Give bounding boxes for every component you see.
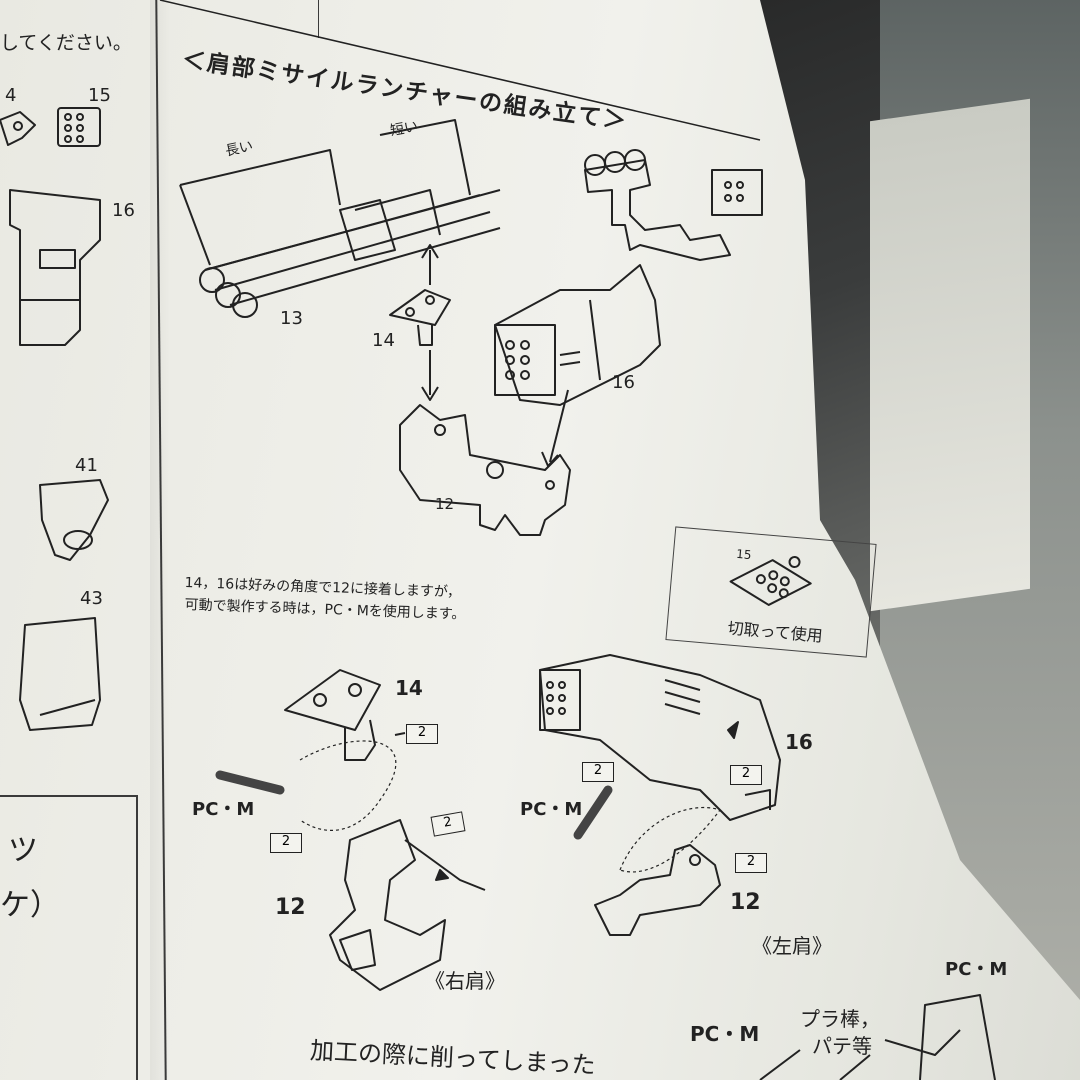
part-14-label: 14 (372, 330, 395, 351)
right-pc-label: PC・M (192, 799, 255, 820)
pin-2-box: 2 (730, 765, 762, 785)
part-number: 16 (112, 200, 135, 221)
arrow-marker (727, 721, 739, 739)
pin-2-box: 2 (406, 724, 438, 744)
pin-2-box: 2 (735, 853, 767, 873)
left-box-text: ケ） (0, 888, 60, 923)
part-14-upper (389, 289, 451, 346)
right-part-12-label: 12 (275, 895, 306, 920)
bottom-pc-label-2: PC・M (690, 1022, 760, 1046)
cutout-part-15 (729, 556, 812, 606)
bottom-materials-2: パテ等 (812, 1034, 872, 1058)
part-15-icon (57, 107, 101, 147)
bottom-part (919, 994, 996, 1080)
part-13-tubes (179, 119, 501, 318)
lower-part-12-right (329, 819, 486, 991)
dashed-guide (299, 740, 397, 831)
part-number: 15 (88, 85, 111, 106)
bottom-pc-label-1: PC・M (945, 959, 1008, 980)
left-shoulder-caption: 《左肩》 (752, 934, 832, 958)
part-13-label: 13 (280, 308, 303, 329)
left-box-top (0, 795, 138, 797)
bottom-leader (759, 1049, 871, 1080)
part-12-label: 12 (435, 495, 455, 513)
bottom-leader (884, 1029, 961, 1056)
lower-part-12-left (594, 844, 721, 936)
header-divider (318, 0, 319, 38)
header-rule (159, 0, 761, 141)
part-number: 4 (5, 85, 17, 106)
right-part-14-label: 14 (395, 676, 423, 700)
part-43-icon (19, 617, 101, 731)
arrow-up (421, 244, 439, 285)
left-part-12-label: 12 (730, 890, 761, 915)
left-pc-label: PC・M (520, 799, 583, 820)
part-16-side-icon (9, 189, 101, 346)
part-4-icon (0, 111, 36, 146)
right-shoulder-caption: 《右肩》 (425, 969, 505, 993)
arrow-marker (435, 869, 449, 881)
pc-peg-left (573, 785, 613, 840)
part-16-upper (494, 264, 661, 406)
arrow-down (421, 350, 439, 401)
dashed-guide (619, 806, 721, 873)
lower-part-14 (284, 669, 406, 761)
pc-peg-right (215, 770, 285, 795)
pin-2-box: 2 (270, 833, 302, 853)
header-left-text: してください。 (0, 32, 132, 54)
arrow-down-2 (541, 389, 569, 467)
part-number: 41 (75, 455, 98, 476)
lower-part-16 (539, 654, 781, 821)
runner-parts (584, 149, 763, 261)
left-part-16-label: 16 (785, 730, 813, 754)
part-41-icon (39, 479, 109, 561)
pin-2-box: 2 (582, 762, 614, 782)
left-box-text: ツ (8, 833, 38, 868)
left-box-side (136, 795, 138, 1080)
part-12-upper (399, 404, 571, 536)
bottom-materials: プラ棒， (800, 1007, 880, 1031)
part-number: 43 (80, 588, 103, 609)
